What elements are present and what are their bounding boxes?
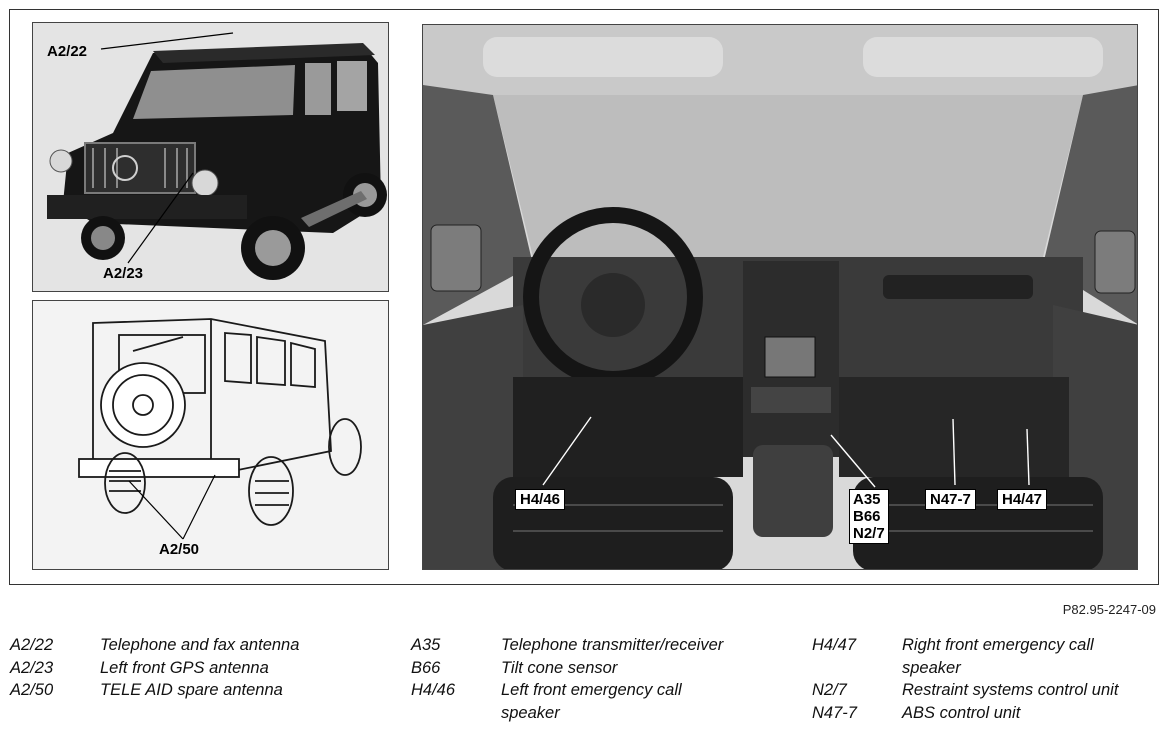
callout-h4-46: H4/46 <box>515 489 566 510</box>
vehicle-rear-view-panel: A2/50 <box>32 300 389 570</box>
vehicle-front-illustration <box>47 32 387 280</box>
legend-description: Left front GPS antenna <box>100 658 269 677</box>
legend-code: A2/22 <box>10 636 54 654</box>
vehicle-rear-illustration <box>78 318 362 540</box>
figure-frame: A2/22 A2/23 <box>9 9 1159 585</box>
legend-item: A2/23 Left front GPS antenna <box>10 657 360 680</box>
callout-h4-47: H4/47 <box>997 489 1048 510</box>
legend: A2/22 Telephone and fax antenna A2/23 Le… <box>10 634 1160 730</box>
legend-description: speaker <box>501 703 560 722</box>
callout-a2-22: A2/22 <box>47 43 88 60</box>
legend-code: N2/7 <box>812 681 847 699</box>
callout-console-stack: A35 B66 N2/7 <box>849 489 889 544</box>
callout-n47-7: N47-7 <box>925 489 976 510</box>
legend-description: Left front emergency call <box>501 681 682 699</box>
legend-item: B66 Tilt cone sensor <box>411 657 761 680</box>
legend-item-continued: speaker <box>812 657 1162 680</box>
legend-description: speaker <box>902 658 961 677</box>
legend-item: A2/50 TELE AID spare antenna <box>10 679 360 702</box>
legend-description: Right front emergency call <box>902 636 1094 654</box>
legend-column: A2/22 Telephone and fax antenna A2/23 Le… <box>10 634 360 702</box>
legend-code: B66 <box>411 658 441 677</box>
legend-code: A2/23 <box>10 658 54 677</box>
legend-item: N47-7 ABS control unit <box>812 702 1162 725</box>
vehicle-front-view-panel: A2/22 A2/23 <box>32 22 389 292</box>
legend-item-continued: speaker <box>411 702 761 725</box>
callout-n2-7: N2/7 <box>853 525 885 542</box>
legend-code: N47-7 <box>812 703 857 722</box>
callout-b66: B66 <box>853 508 881 525</box>
legend-description: ABS control unit <box>902 703 1021 722</box>
legend-description: Tilt cone sensor <box>501 658 618 677</box>
vehicle-interior-panel: H4/46 A35 B66 N2/7 N47-7 H4/47 <box>422 24 1138 570</box>
legend-code: A2/50 <box>10 681 54 699</box>
legend-item: H4/46 Left front emergency call <box>411 679 761 702</box>
legend-item: A2/22 Telephone and fax antenna <box>10 634 360 657</box>
legend-column: A35 Telephone transmitter/receiver B66 T… <box>411 634 761 724</box>
legend-description: Telephone and fax antenna <box>100 636 300 654</box>
legend-description: TELE AID spare antenna <box>100 681 283 699</box>
figure-reference: P82.95-2247-09 <box>1062 602 1156 617</box>
callout-a2-50: A2/50 <box>159 541 200 558</box>
callout-a35: A35 <box>853 491 881 508</box>
legend-item: N2/7 Restraint systems control unit <box>812 679 1162 702</box>
callout-a2-23: A2/23 <box>103 265 144 282</box>
legend-description: Telephone transmitter/receiver <box>501 636 724 654</box>
legend-column: H4/47 Right front emergency call speaker… <box>812 634 1162 724</box>
legend-item: H4/47 Right front emergency call <box>812 634 1162 657</box>
legend-code: H4/46 <box>411 681 456 699</box>
legend-item: A35 Telephone transmitter/receiver <box>411 634 761 657</box>
legend-description: Restraint systems control unit <box>902 681 1119 699</box>
legend-code: H4/47 <box>812 636 857 654</box>
legend-code: A35 <box>411 636 441 654</box>
